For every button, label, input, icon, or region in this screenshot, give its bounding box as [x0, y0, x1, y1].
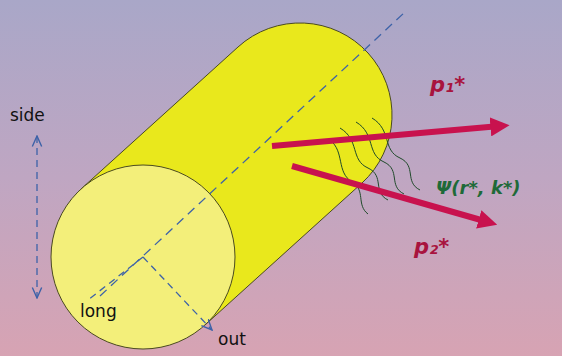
- out-axis: [143, 257, 212, 330]
- momentum-label: p₁*: [430, 74, 465, 97]
- axis-label: side: [10, 106, 45, 125]
- axis-label: long: [80, 302, 117, 321]
- side-axis: [36, 136, 37, 298]
- long-axis: [100, 12, 405, 296]
- radius-line: [88, 257, 143, 300]
- axis-label: out: [218, 330, 246, 349]
- wavefunction-label: Ψ(r*, k*): [436, 178, 521, 198]
- momentum-label: p₂*: [414, 236, 449, 259]
- cylinder-front: [51, 165, 235, 349]
- momentum-arrow: [272, 126, 500, 146]
